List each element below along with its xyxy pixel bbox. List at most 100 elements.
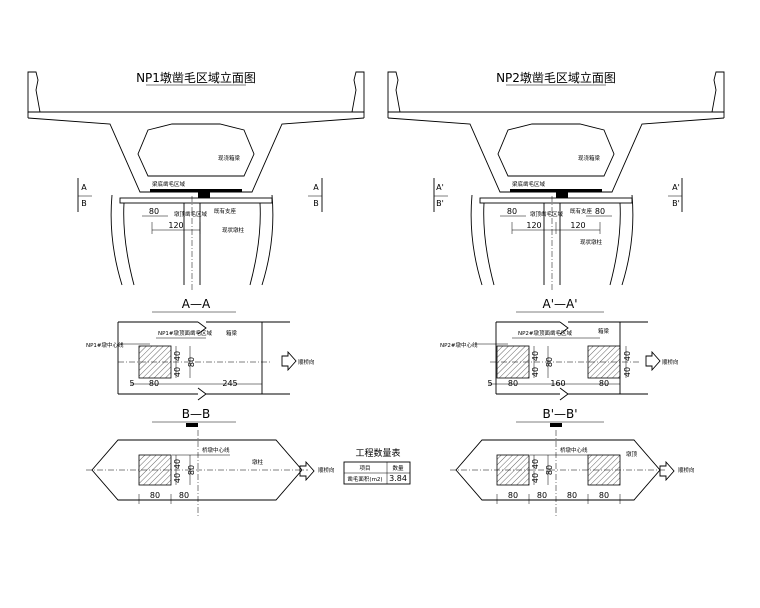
np2-note-bearing: 既有支座 — [570, 207, 593, 215]
np2-note-top-rough: 墩顶凿毛区域 — [530, 210, 564, 218]
np1-pier — [110, 194, 274, 290]
np2-cut-left-b: B' — [436, 199, 444, 208]
np1-bb-dim-40b: 40 — [173, 473, 182, 483]
np2-elevation: NP2墩凿毛区域立面图 A' — [387, 70, 725, 518]
np1-bb-dim-40a: 40 — [173, 459, 182, 469]
np2-aa-dim-40d: 40 — [623, 367, 632, 377]
table-title: 工程数量表 — [355, 447, 400, 459]
np1-note-bearing: 既有支座 — [214, 207, 237, 215]
np2-aa-dims: 40 40 80 40 40 5 80 160 80 — [487, 346, 632, 388]
table-row-qty: 3.84 — [389, 474, 407, 483]
np1-bb-dim-80b: 80 — [179, 491, 189, 500]
np2-bb-dims: 40 40 80 80 80 80 80 — [496, 455, 621, 504]
np1-bb-dim-80v: 80 — [187, 465, 196, 475]
np2-title: NP2墩凿毛区域立面图 — [496, 70, 616, 85]
np1-section-bb — [86, 421, 315, 518]
np1-note-top-rough: 墩顶凿毛区域 — [174, 210, 208, 218]
np1-aa-dim-40b: 40 — [173, 367, 182, 377]
np2-aa-centerline-label: NP2#墩中心线 — [440, 341, 478, 349]
np2-aa-dim-40c: 40 — [623, 351, 632, 361]
np1-aa-beam-label: 箱梁 — [226, 329, 238, 337]
np1-elevation: NP1墩凿毛区域立面图 — [27, 70, 365, 518]
np1-bb-dim-80a: 80 — [150, 491, 160, 500]
np1-elevation-dims: 80 120 — [142, 207, 201, 234]
np2-bearing — [479, 189, 633, 204]
np2-aa-dim-40a: 40 — [531, 351, 540, 361]
np2-section-bb-title: B'—B' — [542, 407, 577, 421]
np2-bb-dim-80v: 80 — [545, 465, 554, 475]
np1-box-cell — [137, 123, 255, 177]
np1-cut-right-b: B — [313, 199, 319, 208]
np2-note-box-girder: 现浇箱梁 — [578, 154, 601, 162]
np1-aa-dim-5: 5 — [129, 379, 134, 388]
np2-note-bottom-rough: 梁底凿毛区域 — [512, 180, 546, 188]
np2-cut-marks: A' B' A' B' — [433, 178, 683, 212]
np1-cut-marks: A B A B — [77, 178, 323, 212]
np2-pier — [470, 194, 634, 290]
np1-section-aa-title: A—A — [182, 297, 211, 311]
np2-aa-dim-160: 160 — [550, 379, 565, 388]
np1-cut-left-b: B — [81, 199, 87, 208]
np1-aa-zone-label: NP1#墩顶面凿毛区域 — [158, 329, 213, 337]
np1-deck — [27, 71, 365, 193]
np1-title: NP1墩凿毛区域立面图 — [136, 70, 256, 85]
np1-bb-centerline: 桥墩中心线 — [202, 446, 230, 454]
np1-aa-dims: 40 40 80 5 80 245 — [129, 346, 262, 388]
np1-section-aa — [117, 311, 297, 401]
np1-bb-direction: 顺桥向 — [318, 466, 335, 474]
np2-cut-right-a: A' — [672, 183, 680, 192]
np2-bb-dim-40b: 40 — [531, 473, 540, 483]
np2-bb-dim-80c: 80 — [567, 491, 577, 500]
np1-aa-dim-245: 245 — [222, 379, 237, 388]
np2-aa-direction: 顺桥向 — [662, 358, 679, 366]
np1-note-box-girder: 现浇箱梁 — [218, 154, 241, 162]
np1-cut-right-a: A — [313, 183, 319, 192]
np2-cut-right-b: B' — [672, 199, 680, 208]
np1-aa-dim-80v: 80 — [187, 357, 196, 367]
np1-aa-direction: 顺桥向 — [298, 358, 315, 366]
np2-elevation-dims: 80 80 120 120 — [500, 207, 612, 234]
np2-dim-80a: 80 — [507, 207, 517, 216]
np2-aa-dim-40b: 40 — [531, 367, 540, 377]
np2-bb-dim-80b: 80 — [537, 491, 547, 500]
np2-aa-dim-80b: 80 — [599, 379, 609, 388]
np2-section-aa — [476, 311, 661, 401]
quantity-table: 工程数量表 项目 数量 凿毛面积(m2) 3.84 — [343, 447, 411, 485]
np1-aa-dim-40a: 40 — [173, 351, 182, 361]
np2-aa-dim-5: 5 — [487, 379, 492, 388]
table-col-qty: 数量 — [392, 464, 404, 472]
np2-bb-dim-40a: 40 — [531, 459, 540, 469]
np2-bb-side-label: 墩顶 — [626, 450, 638, 458]
np1-bb-side-label: 墩柱 — [252, 458, 264, 466]
np1-aa-dim-80: 80 — [149, 379, 159, 388]
np1-note-pier: 现状墩柱 — [222, 226, 245, 234]
np2-aa-dim-80v: 80 — [545, 357, 554, 367]
np2-dim-80b: 80 — [595, 207, 605, 216]
np1-dim-120: 120 — [168, 221, 183, 230]
table-row-item: 凿毛面积(m2) — [347, 475, 382, 483]
np2-note-pier: 现状墩柱 — [580, 238, 603, 246]
np1-cut-left-a: A — [81, 183, 87, 192]
np2-box-cell — [497, 123, 615, 177]
np2-bb-dim-80a: 80 — [508, 491, 518, 500]
np1-dim-80: 80 — [149, 207, 159, 216]
np2-aa-beam-label: 箱梁 — [598, 327, 610, 335]
np2-bb-dim-80d: 80 — [599, 491, 609, 500]
np2-aa-dim-80a: 80 — [508, 379, 518, 388]
np2-bb-direction: 顺桥向 — [678, 466, 695, 474]
np2-deck — [387, 71, 725, 193]
np2-cut-left-a: A' — [436, 183, 444, 192]
np2-bb-centerline: 桥墩中心线 — [560, 446, 588, 454]
np1-bearing — [119, 189, 273, 204]
table-col-item: 项目 — [359, 465, 370, 472]
np2-aa-zone-label: NP2#墩顶面凿毛区域 — [518, 329, 573, 337]
np1-bb-dims: 40 40 80 80 80 — [138, 455, 198, 504]
np1-aa-centerline-label: NP1#墩中心线 — [86, 341, 124, 349]
np2-section-bb — [450, 421, 675, 518]
np1-section-bb-title: B—B — [182, 407, 210, 421]
np2-section-aa-title: A'—A' — [542, 297, 577, 311]
np2-dim-120b: 120 — [570, 221, 585, 230]
np1-note-bottom-rough: 梁底凿毛区域 — [152, 180, 186, 188]
np2-dim-120a: 120 — [526, 221, 541, 230]
